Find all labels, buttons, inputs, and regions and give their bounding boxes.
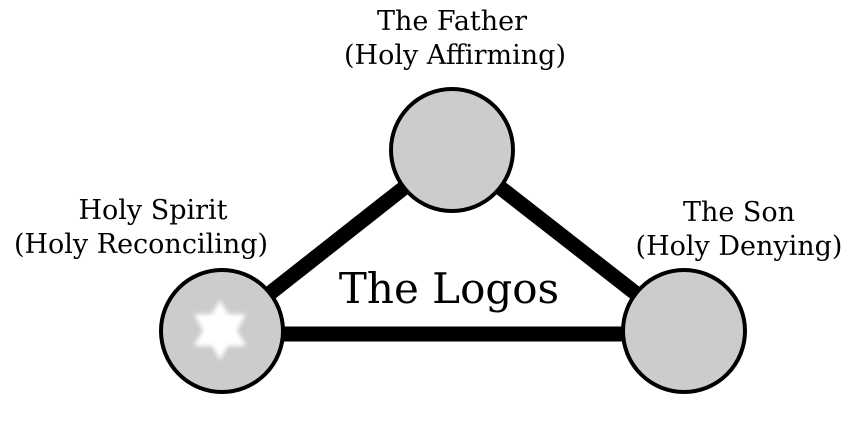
spirit-subtitle: (Holy Reconciling) [14, 229, 268, 260]
node-father [389, 87, 515, 213]
star-of-david-icon [194, 300, 246, 360]
father-subtitle: (Holy Affirming) [344, 40, 566, 71]
son-title: The Son [683, 197, 795, 228]
node-son [621, 268, 747, 394]
son-subtitle: (Holy Denying) [636, 231, 843, 262]
father-title: The Father [377, 6, 527, 37]
spirit-title: Holy Spirit [78, 195, 227, 226]
center-label: The Logos [339, 264, 559, 313]
